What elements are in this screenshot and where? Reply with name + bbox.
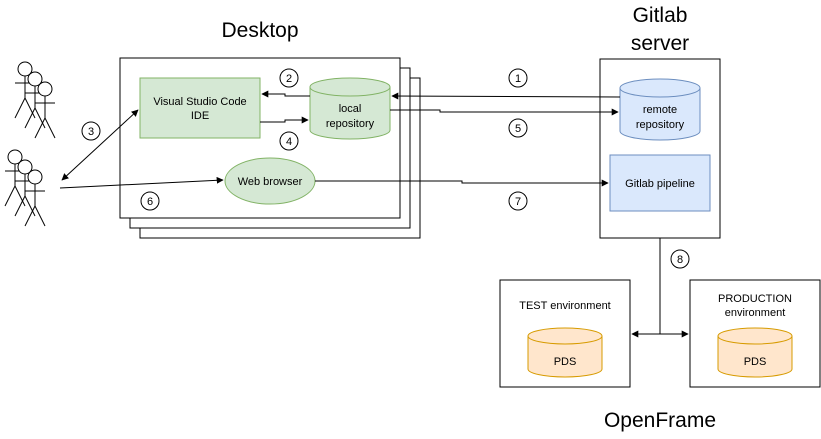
step-number: 3 xyxy=(88,126,94,138)
step-number: 8 xyxy=(677,254,683,266)
step-number: 4 xyxy=(286,136,292,148)
step-badge-3: 3 xyxy=(81,121,101,141)
gitlab-title-line1: Gitlab xyxy=(633,4,688,27)
connector-browser-to-pipeline xyxy=(315,179,609,187)
gitlab-pipeline-node: Gitlab pipeline xyxy=(609,154,711,212)
production-environment-label-line1: PRODUCTION xyxy=(718,293,792,305)
remote-repository-label-line2: repository xyxy=(636,119,685,131)
gitlab-title-line2: server xyxy=(631,32,689,55)
step-badge-4: 4 xyxy=(279,131,299,151)
connector-remote-to-local-repo xyxy=(391,92,621,100)
local-repository-label-line1: local xyxy=(339,103,362,115)
step-badge-2: 2 xyxy=(279,68,299,88)
connector-local-repo-to-vscode xyxy=(261,90,310,98)
test-environment-label: TEST environment xyxy=(519,300,611,312)
connector-local-to-remote-repo xyxy=(390,108,619,116)
vscode-ide-node: Visual Studio Code IDE xyxy=(139,77,261,139)
step-badge-7: 7 xyxy=(508,191,528,211)
test-pds-label: PDS xyxy=(554,356,577,368)
users-group-bottom-icon xyxy=(4,149,46,227)
openframe-title: OpenFrame xyxy=(604,409,716,432)
step-number: 7 xyxy=(515,196,521,208)
step-number: 1 xyxy=(515,73,521,85)
step-number: 6 xyxy=(147,196,153,208)
step-badge-1: 1 xyxy=(508,68,528,88)
vscode-label-line1: Visual Studio Code xyxy=(153,96,246,108)
remote-repository-node: remote repository xyxy=(619,78,701,141)
connector-users-vscode xyxy=(61,109,139,181)
step-number: 5 xyxy=(515,123,521,135)
vscode-label-line2: IDE xyxy=(191,110,209,122)
desktop-title: Desktop xyxy=(221,19,298,42)
gitlab-pipeline-label: Gitlab pipeline xyxy=(625,178,695,190)
step-number: 2 xyxy=(286,73,292,85)
local-repository-node: local repository xyxy=(309,77,391,140)
step-badge-5: 5 xyxy=(508,118,528,138)
connector-users-to-browser xyxy=(59,176,224,189)
production-pds-node: PDS xyxy=(717,327,793,378)
web-browser-node: Web browser xyxy=(224,157,316,205)
users-group-top-icon xyxy=(14,61,56,139)
web-browser-label: Web browser xyxy=(238,176,303,188)
step-badge-6: 6 xyxy=(140,191,160,211)
connector-vscode-to-local-repo xyxy=(260,116,309,124)
production-pds-label: PDS xyxy=(744,356,767,368)
local-repository-label-line2: repository xyxy=(326,118,375,130)
step-badge-8: 8 xyxy=(670,249,690,269)
remote-repository-label-line1: remote xyxy=(643,104,677,116)
test-pds-node: PDS xyxy=(527,327,603,378)
production-environment-label-line2: environment xyxy=(725,307,786,319)
